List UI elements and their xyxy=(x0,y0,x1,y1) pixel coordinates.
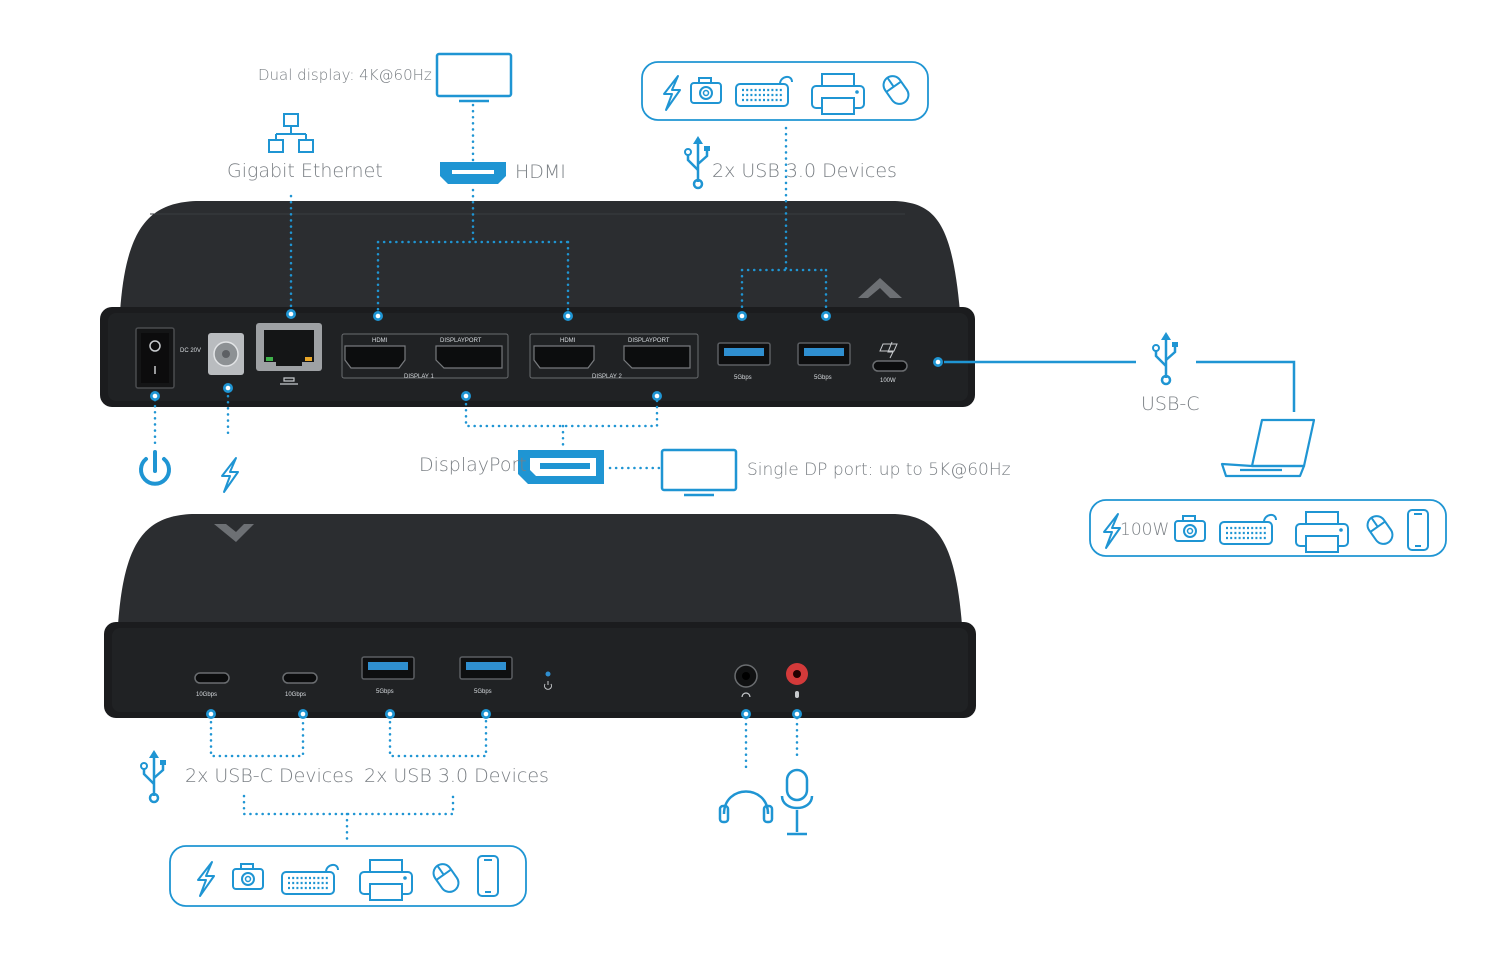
dual-display-label: Dual display: 4K@60Hz xyxy=(258,66,432,84)
front-usb-c-port-1[interactable] xyxy=(194,672,230,684)
brand-logo xyxy=(858,278,902,298)
display-1-label: DISPLAY 1 xyxy=(404,374,434,380)
rear-usb-a-1-speed: 5Gbps xyxy=(734,375,752,381)
top-devices-panel xyxy=(641,61,929,121)
hdmi-port-1[interactable] xyxy=(344,345,406,369)
host-usb-c-label: 100W xyxy=(880,378,896,384)
hdmi-label: HDMI xyxy=(515,161,566,183)
front-dock: 10Gbps 10Gbps 5Gbps 5Gbps xyxy=(104,514,976,718)
rear-usb-a-port-2[interactable] xyxy=(797,342,851,366)
displayport-label: DisplayPort xyxy=(419,454,527,476)
power-led xyxy=(545,671,551,677)
displayport-port-2[interactable] xyxy=(623,345,691,369)
display-2-group: HDMI DISPLAYPORT DISPLAY 2 xyxy=(529,333,699,380)
usb-c-label: USB-C xyxy=(1141,393,1200,415)
microphone-icon xyxy=(780,768,814,836)
lightning-icon xyxy=(221,457,239,493)
display-2-label: DISPLAY 2 xyxy=(592,374,622,380)
rear-usb-a-port-1[interactable] xyxy=(717,342,771,366)
front-usb-a-2-speed: 5Gbps xyxy=(474,689,492,695)
rear-usb-a-2-speed: 5Gbps xyxy=(814,375,832,381)
display-1-group: HDMI DISPLAYPORT DISPLAY 1 xyxy=(341,333,509,380)
ethernet-port[interactable] xyxy=(256,323,322,385)
dc-in-label: DC 20V xyxy=(180,348,201,354)
gigabit-ethernet-label: Gigabit Ethernet xyxy=(227,160,383,182)
front-usb-c-1-speed: 10Gbps xyxy=(196,692,217,698)
front-usb30-devices-label: 2x USB 3.0 Devices xyxy=(364,765,549,787)
front-devices-panel xyxy=(169,845,527,907)
front-usb-c-2-speed: 10Gbps xyxy=(285,692,306,698)
front-usb-a-port-2[interactable] xyxy=(459,656,513,680)
dp-2-label: DISPLAYPORT xyxy=(628,338,670,344)
usbc-devices-label: 2x USB-C Devices xyxy=(185,765,354,787)
hdmi-1-label: HDMI xyxy=(372,338,388,344)
connector-lines xyxy=(153,103,828,844)
hdmi-2-label: HDMI xyxy=(560,338,576,344)
dp-1-label: DISPLAYPORT xyxy=(440,338,482,344)
laptop-icon xyxy=(1220,418,1316,478)
front-usb-icon xyxy=(139,748,168,804)
displayport-port-1[interactable] xyxy=(435,345,503,369)
power-switch[interactable] xyxy=(135,327,175,389)
usb-c-devices-panel xyxy=(1089,499,1447,557)
front-brand-logo xyxy=(214,524,254,542)
front-usb-a-port-1[interactable] xyxy=(361,656,415,680)
dp-monitor-icon xyxy=(660,448,738,497)
usb-c-host-line xyxy=(944,360,1296,412)
host-usb-c-port[interactable]: 100W xyxy=(872,341,908,384)
hdmi-port-2[interactable] xyxy=(533,345,595,369)
single-dp-label: Single DP port: up to 5K@60Hz xyxy=(747,460,1011,480)
power-led-icon xyxy=(544,681,552,690)
usb-c-usb-icon xyxy=(1151,330,1180,386)
usb-icon xyxy=(683,134,712,190)
monitor-icon xyxy=(435,52,513,103)
rear-dock: DC 20V HDMI DISPLAYPORT DISPLAY 1 HDMI D… xyxy=(100,201,975,407)
dc-power-port[interactable]: DC 20V xyxy=(180,333,244,375)
headphone-jack[interactable] xyxy=(734,664,758,698)
power-100w-label: 100W xyxy=(1120,520,1170,540)
usb30-devices-label: 2x USB 3.0 Devices xyxy=(712,160,897,182)
headphones-icon xyxy=(718,790,774,824)
microphone-jack[interactable] xyxy=(786,663,808,698)
front-usb-c-port-2[interactable] xyxy=(282,672,318,684)
power-icon xyxy=(139,450,171,486)
front-usb-a-1-speed: 5Gbps xyxy=(376,689,394,695)
network-icon xyxy=(268,113,314,153)
